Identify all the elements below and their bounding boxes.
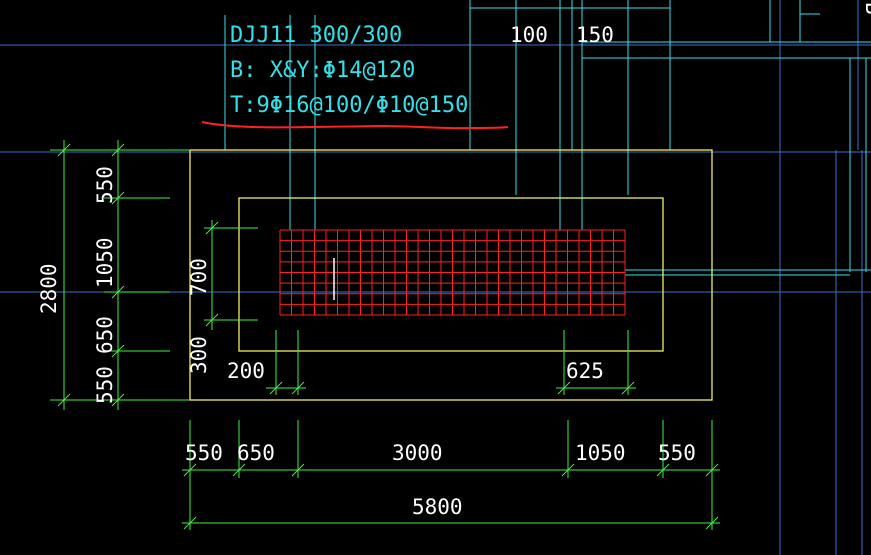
- dim-left-1050: 1050: [93, 237, 117, 288]
- dim-bottom-650: 650: [237, 441, 275, 465]
- dimension-lines: [50, 140, 720, 530]
- column-lines: [224, 0, 871, 276]
- dim-inner-200: 200: [227, 359, 265, 383]
- annotation-line2: B: X&Y:Φ14@120: [230, 58, 415, 83]
- dim-inner-625: 625: [566, 359, 604, 383]
- footing-inner-outline: [238, 197, 664, 352]
- annotation-line3: T:9Φ16@100/Φ10@150: [230, 93, 468, 118]
- dim-top-150: 150: [576, 23, 614, 47]
- dim-top-100: 100: [510, 23, 548, 47]
- dim-bottom-1050: 1050: [575, 441, 626, 465]
- edge-label: B: [861, 2, 871, 15]
- dim-left-550-bottom: 550: [93, 366, 117, 404]
- dim-left-650: 650: [93, 316, 117, 354]
- dim-bottom-550-b: 550: [658, 441, 696, 465]
- footing-annotation: DJJ11 300/300 B: X&Y:Φ14@120 T:9Φ16@100/…: [230, 23, 468, 118]
- dim-left-550-top: 550: [93, 166, 117, 204]
- footing-outer-outline: [189, 149, 713, 401]
- rebar-mesh: [279, 229, 626, 316]
- dim-inner-300: 300: [187, 336, 211, 374]
- dim-bottom-3000: 3000: [392, 441, 443, 465]
- dim-left-total: 2800: [37, 263, 61, 314]
- dim-inner-700: 700: [187, 258, 211, 296]
- red-underline-markup: [201, 121, 509, 130]
- dim-bottom-550-a: 550: [185, 441, 223, 465]
- dim-bottom-total: 5800: [412, 495, 463, 519]
- annotation-line1: DJJ11 300/300: [230, 23, 402, 48]
